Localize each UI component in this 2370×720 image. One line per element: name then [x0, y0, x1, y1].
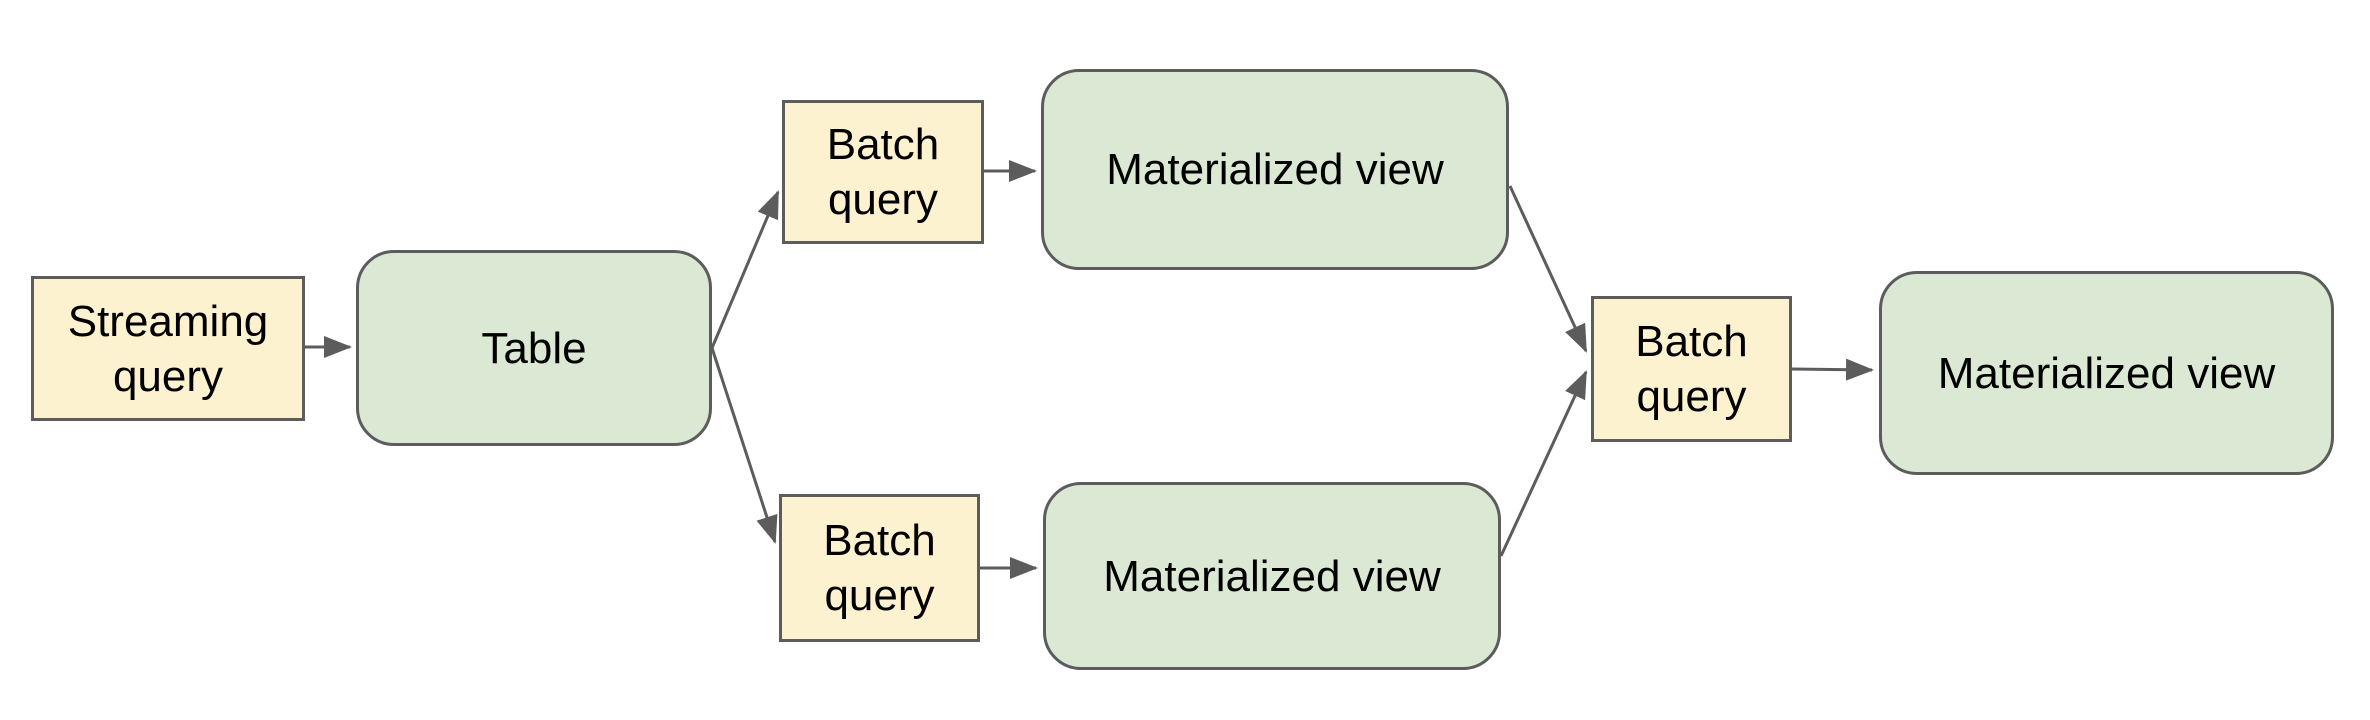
node-materialized-view-top-label: Materialized view — [1106, 145, 1444, 194]
node-streaming-query-label: Streaming query — [67, 296, 269, 401]
node-batch-query-top[interactable]: Batch query — [782, 100, 984, 244]
connector-mv-bottom-to-batch-query-right[interactable] — [1499, 370, 1588, 557]
node-batch-query-right[interactable]: Batch query — [1591, 296, 1792, 442]
node-batch-query-bottom-label: Batch query — [823, 516, 936, 620]
node-materialized-view-top[interactable]: Materialized view — [1041, 69, 1509, 270]
node-batch-query-top-label: Batch query — [826, 120, 940, 224]
node-table-label: Table — [481, 323, 587, 373]
connector-mv-top-to-batch-query-right[interactable] — [1508, 185, 1588, 353]
node-streaming-query[interactable]: Streaming query — [31, 276, 305, 421]
connector-batch-query-right-to-mv-right[interactable] — [1791, 358, 1874, 381]
node-materialized-view-bottom-label: Materialized view — [1103, 551, 1441, 601]
node-batch-query-bottom[interactable]: Batch query — [779, 494, 980, 642]
node-materialized-view-bottom[interactable]: Materialized view — [1043, 482, 1501, 670]
connector-table-to-batch-query-top[interactable] — [710, 190, 780, 349]
node-materialized-view-right[interactable]: Materialized view — [1879, 271, 2334, 475]
node-batch-query-right-label: Batch query — [1635, 317, 1748, 421]
node-materialized-view-right-label: Materialized view — [1937, 348, 2276, 398]
connector-table-to-batch-query-bottom[interactable] — [710, 347, 778, 544]
node-table[interactable]: Table — [356, 250, 712, 446]
